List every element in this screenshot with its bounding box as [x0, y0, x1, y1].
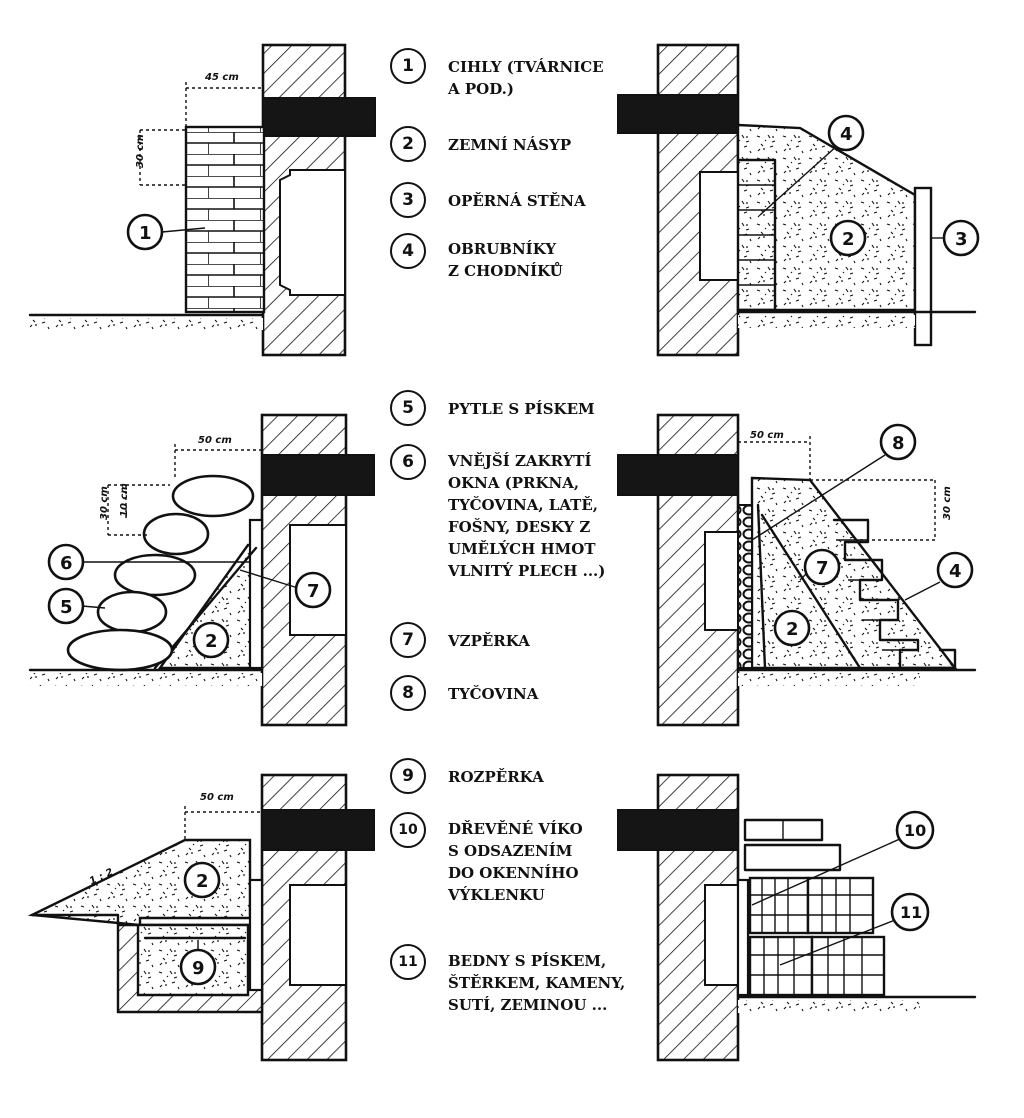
legend-text: TYČOVINA — [448, 685, 539, 703]
callout-4 — [936, 551, 974, 589]
dim-width-label: 50 cm — [750, 430, 784, 441]
callout-9 — [179, 948, 217, 986]
dimension-lines — [185, 82, 263, 127]
dim-width-label: 50 cm — [198, 435, 232, 446]
callout-2 — [192, 621, 230, 659]
legend-number: 6 — [390, 444, 426, 480]
window-opening — [289, 884, 347, 986]
legend-number: 1 — [390, 48, 426, 84]
crate — [748, 876, 810, 935]
callout-5-label: 5 — [60, 597, 73, 618]
sandbag — [171, 474, 255, 518]
callout-8-label: 8 — [892, 433, 905, 454]
callout-10 — [895, 810, 935, 850]
callout-6-label: 6 — [60, 553, 73, 574]
legend-number: 5 — [390, 390, 426, 426]
ceiling-slab — [617, 94, 739, 134]
ceiling-slab — [617, 454, 739, 496]
callout-1 — [126, 213, 164, 251]
callout-3 — [942, 219, 980, 257]
brick-stack — [184, 125, 266, 314]
legend-text: ZEMNÍ NÁSYP — [448, 136, 572, 154]
panel-2-earth-fill: 4 2 3 — [617, 43, 980, 357]
sandbag — [142, 512, 210, 556]
dim-height-label: 30 cm — [99, 486, 110, 520]
legend-number: 10 — [390, 812, 426, 848]
panel-5-pit-earth: 50 cm 1 : 2 2 9 — [27, 773, 375, 1062]
dim-height-label: 30 cm — [135, 134, 146, 168]
callout-1-label: 1 — [139, 223, 152, 244]
callout-2-label: 2 — [196, 871, 209, 892]
window-opening — [704, 884, 739, 986]
callout-11 — [890, 892, 930, 932]
callout-11-label: 11 — [900, 903, 922, 922]
panel-6-crates: 10 11 — [617, 773, 977, 1062]
callout-7-label: 7 — [307, 581, 320, 602]
callout-2 — [773, 609, 811, 647]
callout-7-label: 7 — [816, 558, 829, 579]
callout-7 — [803, 548, 841, 586]
dim-width-label: 45 cm — [204, 72, 239, 83]
callout-2-label: 2 — [786, 619, 799, 640]
callout-2-label: 2 — [205, 631, 218, 652]
legend-number: 3 — [390, 182, 426, 218]
window-opening — [704, 531, 739, 631]
legend-text: OBRUBNÍKY Z CHODNÍKŮ — [448, 240, 563, 280]
callout-2-label: 2 — [842, 229, 855, 250]
callout-2 — [183, 861, 221, 899]
legend-text: BEDNY S PÍSKEM, ŠTĚRKEM, KAMENY, SUTÍ, Z… — [448, 952, 626, 1014]
legend-text: VNĚJŠÍ ZAKRYTÍ OKNA (PRKNA, TYČOVINA, LA… — [448, 452, 606, 580]
legend-text: ROZPĚRKA — [448, 768, 544, 786]
callout-5 — [47, 587, 85, 625]
callout-6 — [47, 543, 85, 581]
callout-7 — [294, 571, 332, 609]
pole-column — [737, 504, 753, 669]
legend-number: 7 — [390, 622, 426, 658]
ceiling-slab — [617, 809, 739, 851]
legend-text: VZPĚRKA — [448, 632, 530, 650]
callout-2 — [829, 219, 867, 257]
callout-9-label: 9 — [192, 958, 205, 979]
panel-4-poles-curbs: 50 cm 30 cm 8 7 2 4 — [617, 413, 977, 727]
crate — [748, 935, 814, 997]
panel-1-bricks: 45 cm 30 cm 1 — [28, 43, 376, 357]
callout-8 — [879, 423, 917, 461]
callout-10-label: 10 — [904, 821, 926, 840]
crate — [806, 876, 875, 935]
legend-number: 11 — [390, 944, 426, 980]
callout-3-label: 3 — [955, 229, 968, 250]
ceiling-slab — [262, 97, 376, 137]
window-opening — [699, 171, 739, 281]
window-cover — [248, 518, 264, 670]
legend-text: CIHLY (TVÁRNICE A POD.) — [448, 58, 604, 98]
window-cover — [248, 878, 264, 992]
callout-4 — [827, 114, 865, 152]
retaining-wall — [913, 186, 933, 347]
legend-number: 2 — [390, 126, 426, 162]
earth-fill — [736, 123, 917, 312]
legend-number: 4 — [390, 233, 426, 269]
dim-height-label: 30 cm — [942, 486, 953, 520]
callout-4-label: 4 — [840, 124, 853, 145]
callout-4-label: 4 — [949, 561, 962, 582]
ceiling-slab — [261, 809, 375, 851]
ceiling-slab — [261, 454, 375, 496]
crate — [810, 935, 886, 997]
sandbag — [113, 553, 197, 597]
window-opening — [279, 169, 346, 296]
wooden-lid — [736, 878, 750, 997]
legend-text: PYTLE S PÍSKEM — [448, 400, 595, 418]
sandbag — [66, 628, 174, 672]
panel-3-sandbags: 50 cm 30 cm 10 cm 6 5 2 7 — [28, 413, 375, 727]
legend-number: 8 — [390, 675, 426, 711]
dim-height-small-label: 10 cm — [119, 483, 130, 517]
legend-text: DŘEVĚNÉ VÍKO S ODSAZENÍM DO OKENNÍHO VÝK… — [448, 820, 583, 904]
legend-number: 9 — [390, 758, 426, 794]
dim-width-label: 50 cm — [200, 792, 234, 803]
sandbag — [96, 590, 168, 634]
legend-text: OPĚRNÁ STĚNA — [448, 192, 586, 210]
